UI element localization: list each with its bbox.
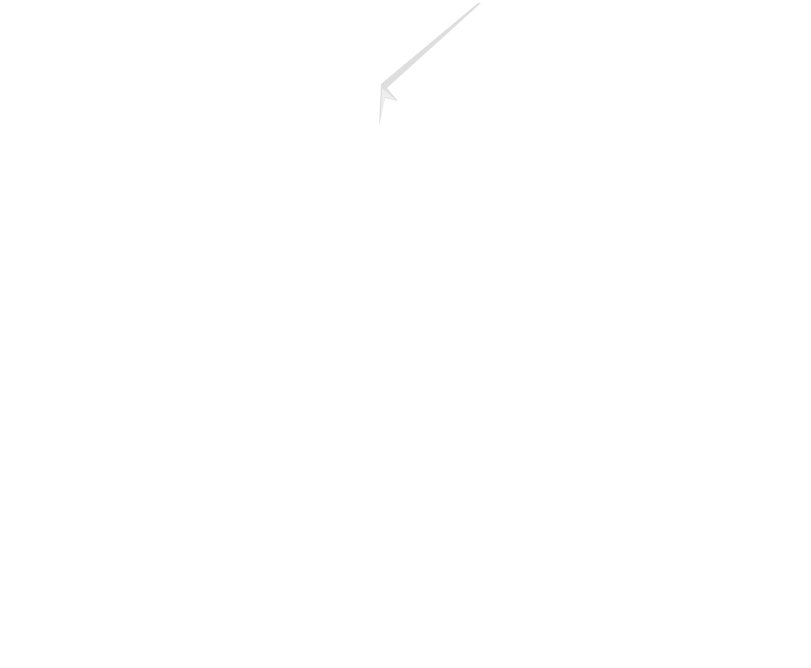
cursor-shard-main [379, 3, 481, 126]
cursor-shard-highlight [381, 88, 396, 116]
